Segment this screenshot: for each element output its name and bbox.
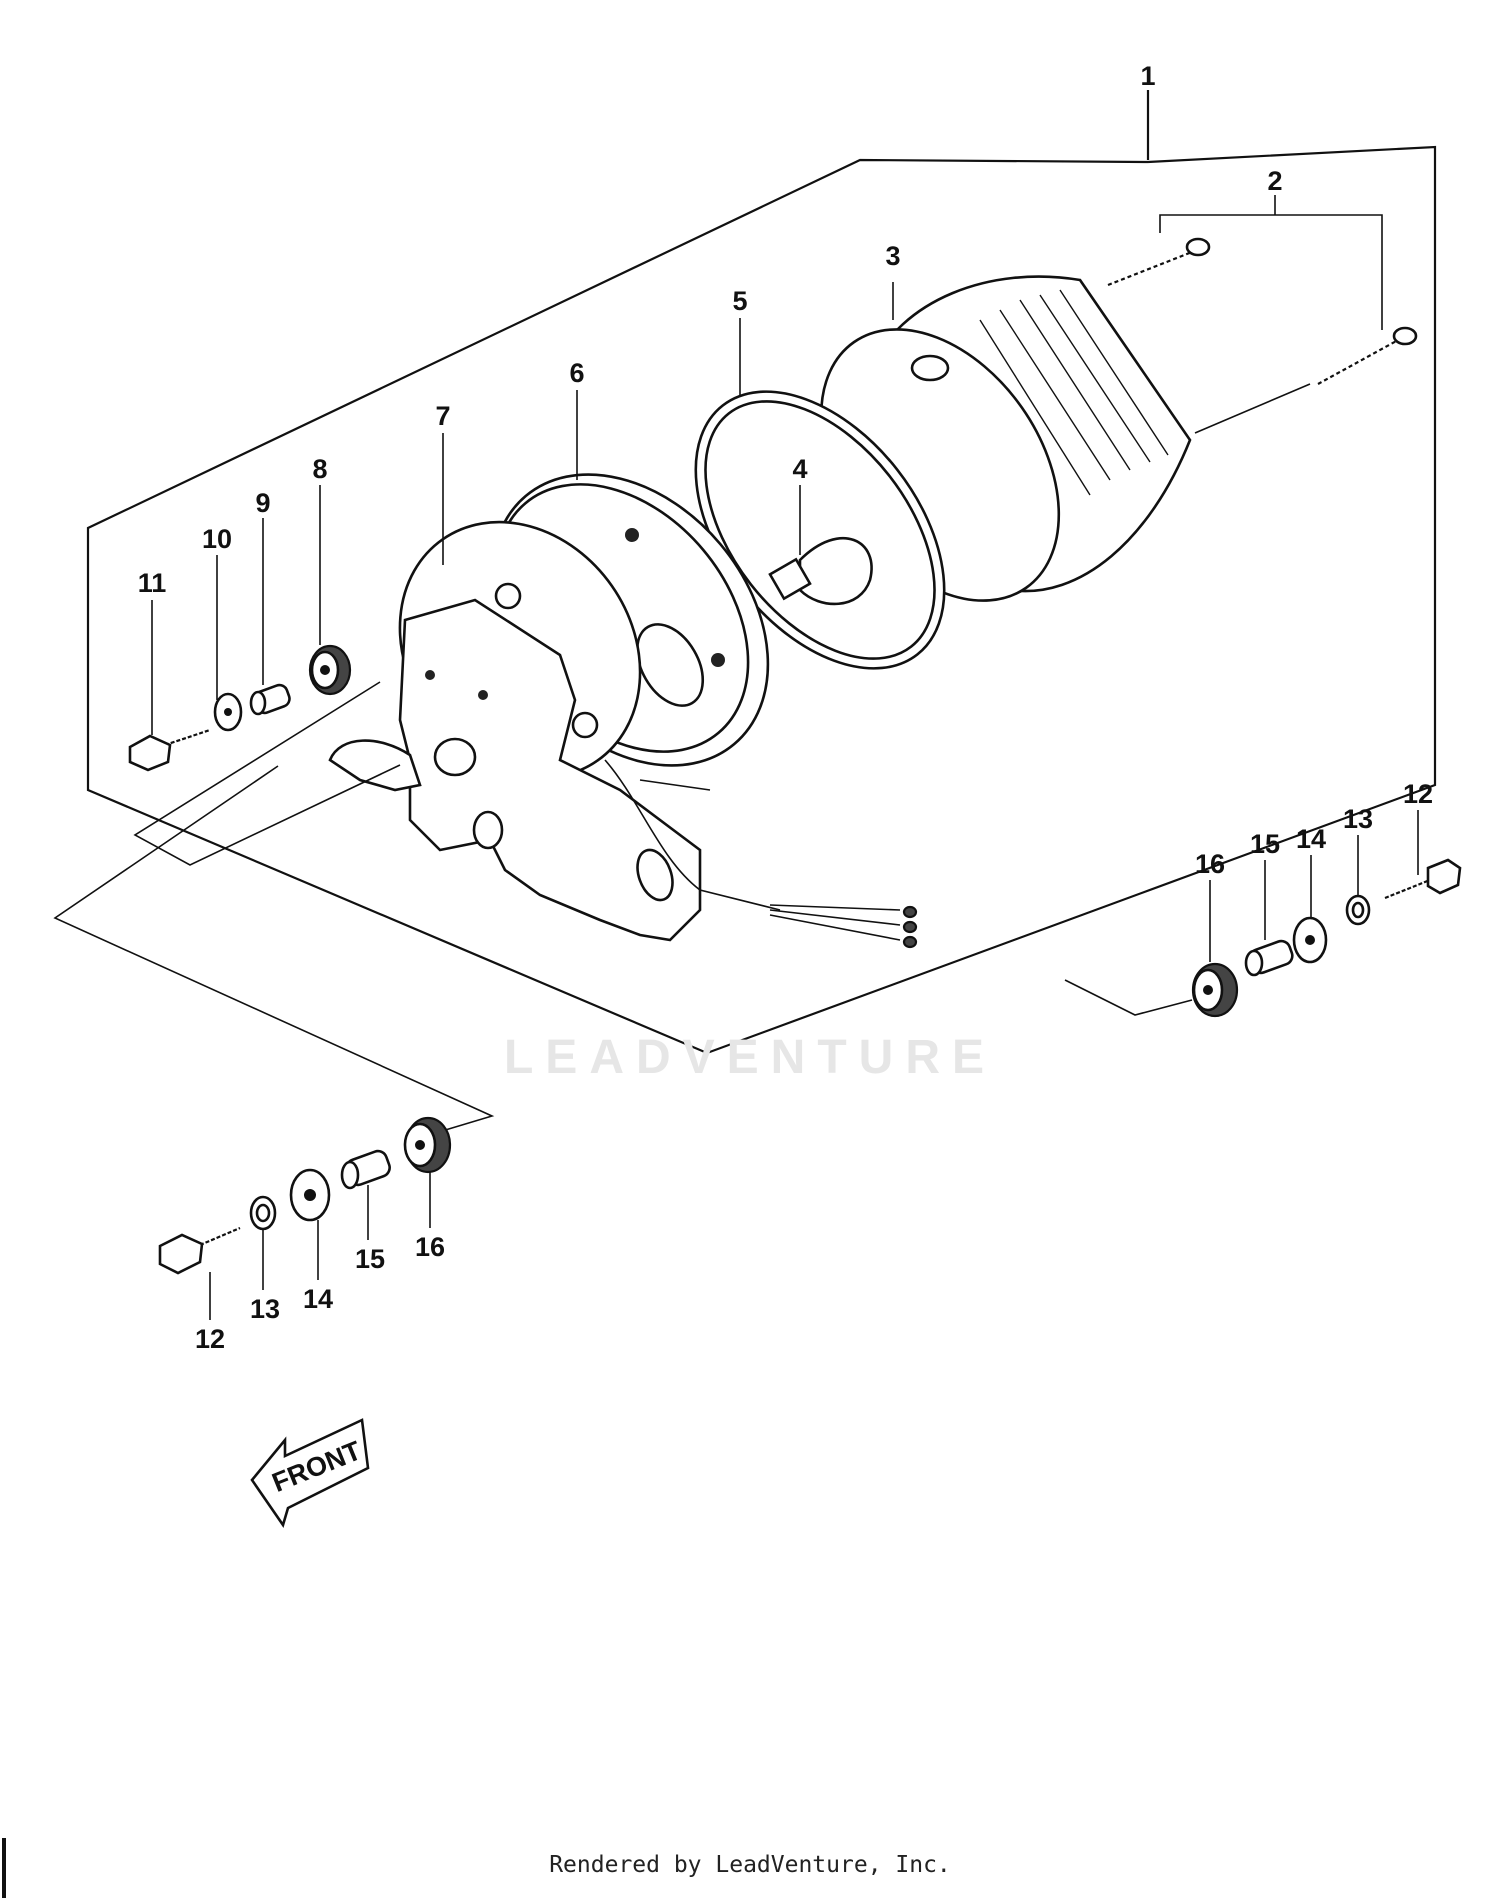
screw-lower bbox=[1317, 326, 1418, 385]
callout-7: 7 bbox=[435, 401, 450, 431]
callout-14-left: 14 bbox=[303, 1284, 333, 1314]
callout-6: 6 bbox=[569, 358, 584, 388]
bracket-leader-lower bbox=[53, 765, 495, 1135]
callout-3: 3 bbox=[885, 241, 900, 271]
wire-arrow bbox=[639, 779, 711, 791]
collar-9 bbox=[249, 683, 291, 716]
callout-15-right: 15 bbox=[1250, 829, 1280, 859]
callout-15-left: 15 bbox=[355, 1244, 385, 1274]
watermark: LEADVENTURE bbox=[503, 1031, 997, 1084]
bulb bbox=[768, 537, 873, 606]
callout-10: 10 bbox=[202, 524, 232, 554]
lock-washer-13-left bbox=[249, 1195, 277, 1231]
callout-11: 11 bbox=[138, 568, 167, 598]
callout-16-left: 16 bbox=[415, 1232, 445, 1262]
washer-10 bbox=[213, 692, 243, 732]
callout-13-left: 13 bbox=[250, 1294, 280, 1324]
callout-12-right: 12 bbox=[1403, 779, 1433, 809]
washer-14-left bbox=[289, 1168, 331, 1222]
bolt-12-right bbox=[1384, 858, 1462, 900]
callout-1: 1 bbox=[1140, 61, 1155, 91]
lens-gasket bbox=[694, 390, 946, 670]
grommet-8 bbox=[308, 644, 352, 696]
page-edge-mark bbox=[2, 1838, 6, 1898]
washer-14-right bbox=[1292, 916, 1328, 964]
callout-14-right: 14 bbox=[1296, 824, 1326, 854]
collar-15-right bbox=[1244, 939, 1294, 977]
callout-4: 4 bbox=[792, 454, 807, 484]
callout-12-left: 12 bbox=[195, 1324, 225, 1354]
callout-2: 2 bbox=[1267, 166, 1282, 196]
collar-15-left bbox=[340, 1149, 391, 1190]
bolt-11 bbox=[128, 728, 211, 772]
screw-upper bbox=[1107, 237, 1211, 287]
leader-right-assembly bbox=[1064, 979, 1193, 1016]
mounting-bracket bbox=[328, 520, 918, 949]
front-arrow-icon: FRONT bbox=[250, 1418, 370, 1528]
footer-credit: Rendered by LeadVenture, Inc. bbox=[549, 1852, 951, 1878]
grommet-16-left bbox=[403, 1116, 452, 1174]
callout-16-right: 16 bbox=[1195, 849, 1225, 879]
grommet-16-right bbox=[1191, 962, 1239, 1018]
callout-5: 5 bbox=[732, 286, 747, 316]
bracket-leader-upper bbox=[133, 681, 401, 866]
assembly-boundary bbox=[86, 145, 1437, 1055]
callout-8: 8 bbox=[312, 454, 327, 484]
lock-washer-13-right bbox=[1345, 894, 1371, 926]
callout-9: 9 bbox=[255, 488, 270, 518]
callout-13-right: 13 bbox=[1343, 804, 1373, 834]
bolt-12-left bbox=[158, 1226, 241, 1275]
callout-labels: 1 2 3 5 6 7 4 8 9 10 11 12 13 14 15 16 1… bbox=[138, 61, 1433, 1354]
leader-2 bbox=[1159, 214, 1383, 330]
